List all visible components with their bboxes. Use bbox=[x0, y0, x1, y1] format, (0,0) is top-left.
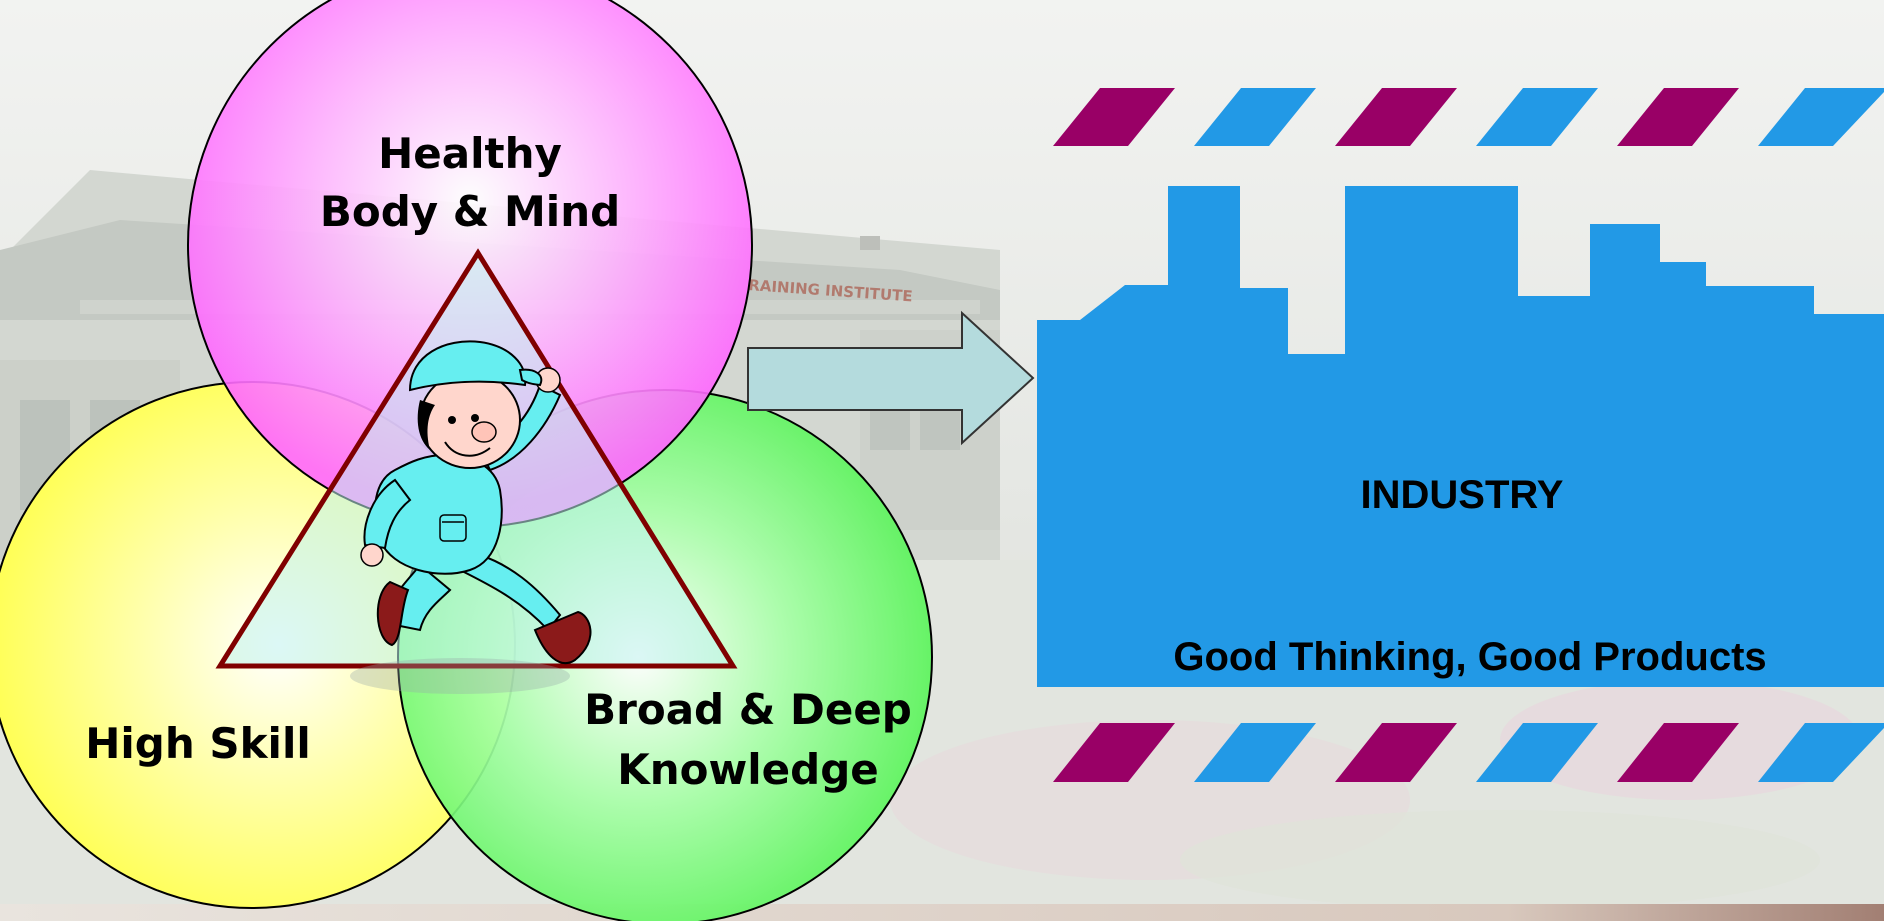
industry-title: INDUSTRY bbox=[1361, 473, 1564, 517]
industry-slogan: Good Thinking, Good Products bbox=[1173, 635, 1766, 679]
healthy-label-line1: Healthy bbox=[378, 129, 562, 178]
healthy-label-line2: Body & Mind bbox=[320, 187, 620, 236]
factory-skyline-icon bbox=[1037, 186, 1884, 687]
bottom-stripes bbox=[1053, 723, 1884, 782]
worker-figure-icon bbox=[350, 340, 592, 694]
top-stripes bbox=[1053, 88, 1884, 146]
arrow-right-icon bbox=[747, 310, 1035, 446]
knowledge-label-line1: Broad & Deep bbox=[584, 685, 912, 734]
knowledge-label-line2: Knowledge bbox=[617, 745, 879, 794]
high-skill-label: High Skill bbox=[85, 719, 311, 768]
